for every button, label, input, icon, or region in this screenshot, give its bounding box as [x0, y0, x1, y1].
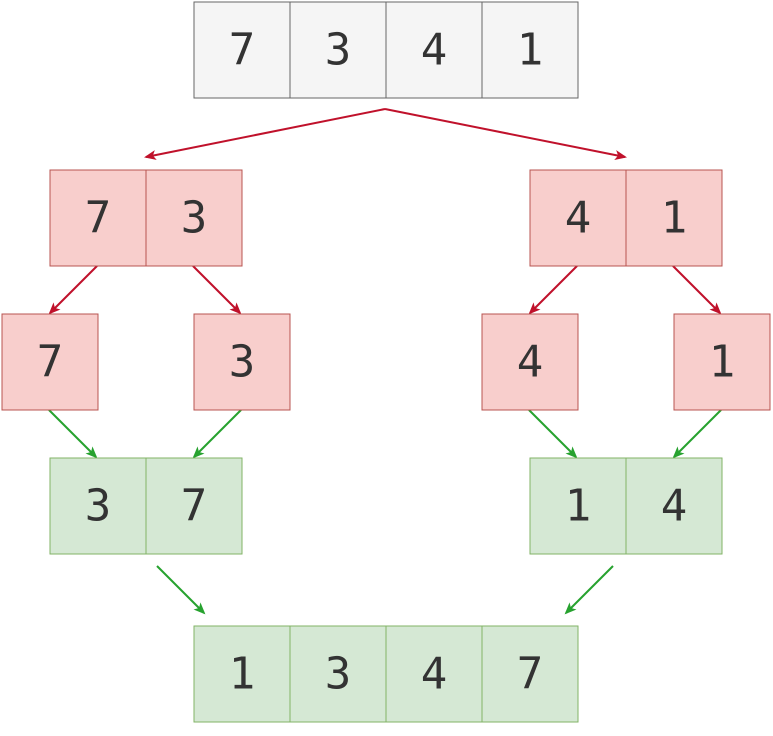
arrow-single-4-to-merged — [528, 409, 578, 459]
array-cell: 4 — [385, 1, 483, 99]
cell-value: 1 — [565, 481, 592, 532]
array-cell: 3 — [145, 169, 243, 267]
array-cell: 1 — [625, 169, 723, 267]
arrow-left-to-single-3 — [192, 265, 242, 315]
cell-value: 1 — [709, 337, 736, 388]
cell-value: 1 — [229, 649, 256, 700]
split-arrows — [48, 108, 722, 315]
input-array: 7 3 4 1 — [193, 1, 579, 99]
arrow-single-3-to-merged — [192, 409, 242, 459]
cell-value: 1 — [517, 25, 544, 76]
single-cells: 7 3 4 1 — [1, 313, 771, 411]
arrow-input-to-right — [384, 108, 627, 160]
cell-value: 7 — [229, 25, 256, 76]
cell-value: 7 — [85, 193, 112, 244]
split-right-array: 4 1 — [529, 169, 723, 267]
arrow-merged-right-to-output — [564, 565, 614, 615]
cell-value: 3 — [229, 337, 256, 388]
array-cell: 1 — [529, 457, 627, 555]
cell-value: 3 — [325, 649, 352, 700]
array-cell: 4 — [385, 625, 483, 723]
arrow-single-7-to-merged — [48, 409, 98, 459]
array-cell: 7 — [193, 1, 291, 99]
cell-value: 4 — [517, 337, 544, 388]
array-cell: 7 — [481, 625, 579, 723]
merge-arrows — [48, 409, 722, 615]
single-cell: 1 — [673, 313, 771, 411]
array-cell: 4 — [529, 169, 627, 267]
cell-value: 7 — [517, 649, 544, 700]
cell-value: 4 — [421, 649, 448, 700]
array-cell: 7 — [145, 457, 243, 555]
array-cell: 1 — [193, 625, 291, 723]
array-cell: 4 — [625, 457, 723, 555]
cell-value: 4 — [421, 25, 448, 76]
cell-value: 7 — [37, 337, 64, 388]
merged-right-array: 1 4 — [529, 457, 723, 555]
single-cell: 3 — [193, 313, 291, 411]
cell-value: 1 — [661, 193, 688, 244]
split-left-array: 7 3 — [49, 169, 243, 267]
cell-value: 3 — [181, 193, 208, 244]
array-cell: 3 — [49, 457, 147, 555]
cell-value: 7 — [181, 481, 208, 532]
arrow-right-to-single-4 — [528, 265, 578, 315]
arrow-merged-left-to-output — [156, 565, 206, 615]
arrow-right-to-single-1 — [672, 265, 722, 315]
array-cell: 1 — [481, 1, 579, 99]
cell-value: 3 — [85, 481, 112, 532]
arrow-left-to-single-7 — [48, 265, 98, 315]
cell-value: 4 — [565, 193, 592, 244]
cell-value: 3 — [325, 25, 352, 76]
single-cell: 7 — [1, 313, 99, 411]
output-array: 1 3 4 7 — [193, 625, 579, 723]
merged-left-array: 3 7 — [49, 457, 243, 555]
array-cell: 3 — [289, 1, 387, 99]
arrow-input-to-left — [144, 108, 386, 160]
single-cell: 4 — [481, 313, 579, 411]
arrow-single-1-to-merged — [672, 409, 722, 459]
array-cell: 3 — [289, 625, 387, 723]
array-cell: 7 — [49, 169, 147, 267]
cell-value: 4 — [661, 481, 688, 532]
